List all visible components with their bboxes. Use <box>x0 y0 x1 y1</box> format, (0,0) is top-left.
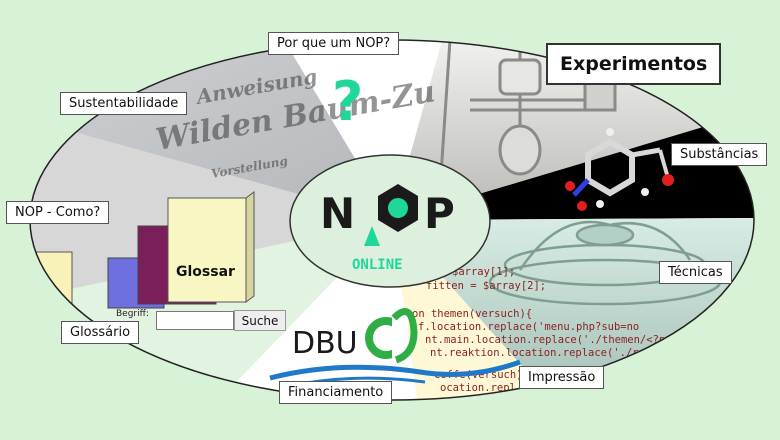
sector-por-que[interactable] <box>290 30 445 220</box>
glossar-title: Glossar <box>176 264 235 280</box>
svg-text:DBU: DBU <box>292 326 358 361</box>
svg-text:$array[1];: $array[1]; <box>452 266 515 278</box>
search-label: Begriff: <box>116 309 149 319</box>
nav-tecnicas[interactable]: Técnicas <box>659 261 732 284</box>
nav-financiamento[interactable]: Financiamento <box>279 381 393 404</box>
svg-text:on themen(versuch){: on themen(versuch){ <box>412 308 532 320</box>
nav-glossario[interactable]: Glossário <box>61 321 140 344</box>
svg-text:nt.main.location.replace('./th: nt.main.location.replace('./themen/<?p <box>425 334 665 346</box>
nav-por-que[interactable]: Por que um NOP? <box>268 32 400 55</box>
nav-experimentos[interactable]: Experimentos <box>546 43 722 85</box>
svg-text:N: N <box>320 189 355 238</box>
nav-substancias[interactable]: Substâncias <box>671 143 768 166</box>
nop-online-logo[interactable]: N P ONLINE <box>289 154 491 288</box>
svg-text:fitten = $array[2];: fitten = $array[2]; <box>426 280 546 292</box>
dbu-logo: DBU <box>269 308 521 390</box>
svg-text:P: P <box>424 189 455 238</box>
nav-impressao[interactable]: Impressão <box>519 366 605 389</box>
search-button[interactable]: Suche <box>234 310 286 331</box>
nav-sustentabilidade[interactable]: Sustentabilidade <box>60 92 188 115</box>
svg-text:ocation.repl: ocation.repl <box>440 382 516 394</box>
molecule-model <box>565 128 674 211</box>
sector-substancias[interactable] <box>392 110 760 220</box>
nav-nop-como[interactable]: NOP - Como? <box>6 201 110 224</box>
glossary-search-input[interactable] <box>156 311 234 330</box>
svg-text:ONLINE: ONLINE <box>352 257 403 273</box>
svg-text:nt.reaktion.location.replace(': nt.reaktion.location.replace('./re <box>430 347 645 359</box>
svg-text:f.location.replace('menu.php?s: f.location.replace('menu.php?sub=no <box>418 321 639 333</box>
question-mark-icon: ? <box>332 70 363 133</box>
